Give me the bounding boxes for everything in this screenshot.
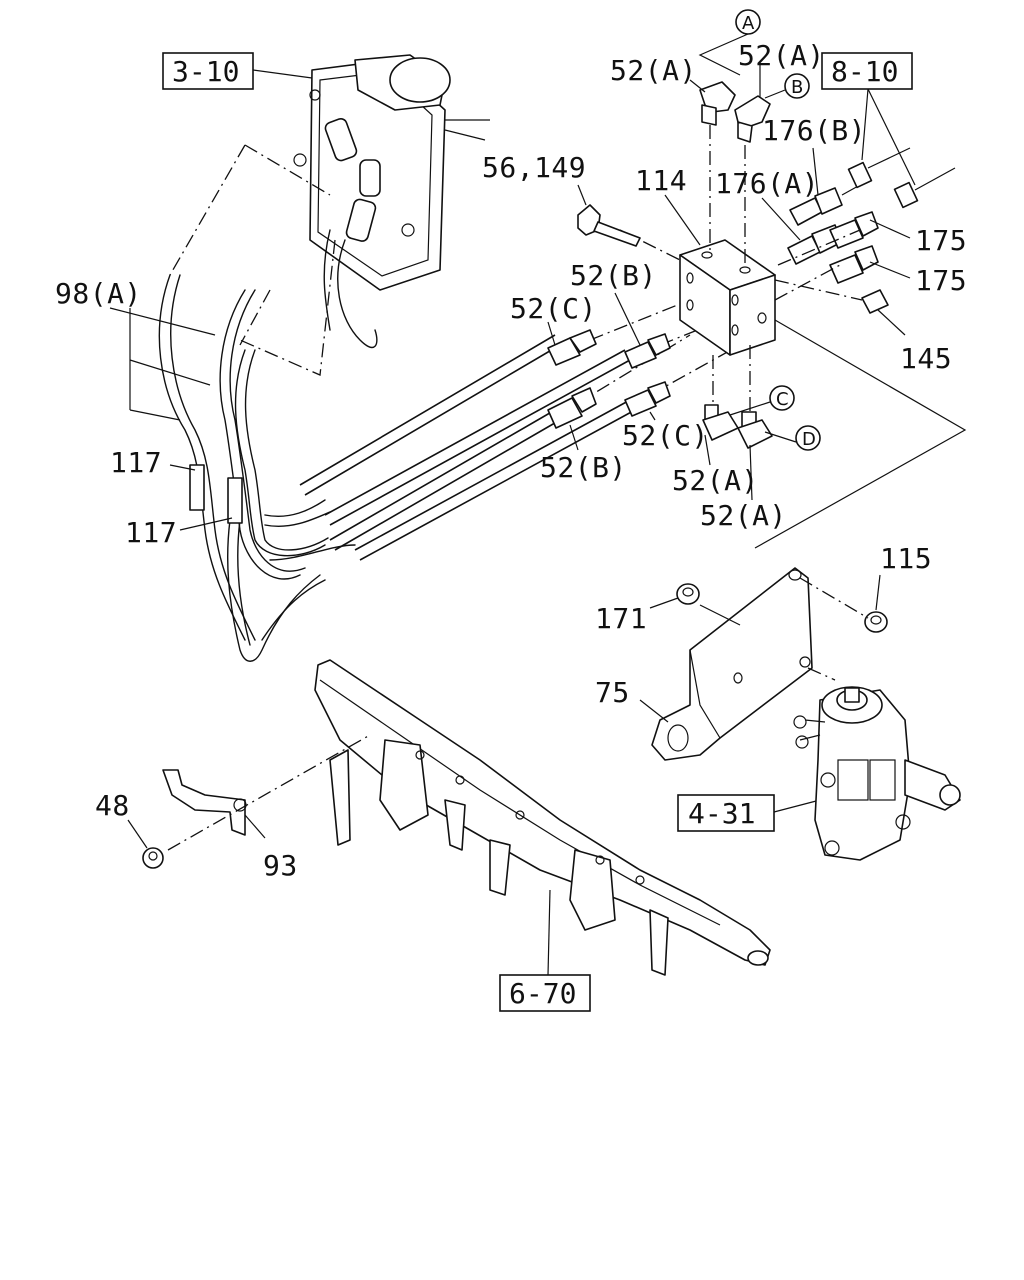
callout-52a-low[interactable]: 52(A) bbox=[700, 499, 787, 532]
circle-label-a: A bbox=[735, 9, 761, 35]
sensor-175-lower[interactable] bbox=[829, 245, 879, 284]
callout-52b-upper[interactable]: 52(B) bbox=[570, 259, 657, 292]
ref-label-3-10: 3-10 bbox=[172, 55, 239, 88]
circle-label-b: B bbox=[784, 73, 810, 99]
callout-176a[interactable]: 176(A) bbox=[715, 167, 819, 200]
callout-52b-lower[interactable]: 52(B) bbox=[540, 451, 627, 484]
callout-93[interactable]: 93 bbox=[263, 849, 298, 882]
callout-52a-top-right[interactable]: 52(A) bbox=[738, 39, 825, 72]
ref-label-4-31: 4-31 bbox=[688, 797, 755, 830]
ref-box-6-70[interactable]: 6-70 bbox=[499, 974, 591, 1012]
ref-box-3-10[interactable]: 3-10 bbox=[162, 52, 254, 90]
nut-115[interactable] bbox=[864, 611, 888, 633]
connectors-8-10 bbox=[847, 147, 956, 209]
callout-175-upper[interactable]: 175 bbox=[915, 224, 967, 257]
bracket-75[interactable] bbox=[651, 567, 813, 761]
callout-176b[interactable]: 176(B) bbox=[762, 114, 866, 147]
pipe-bundle bbox=[158, 274, 636, 662]
nut-171[interactable] bbox=[676, 583, 700, 605]
ref-label-8-10: 8-10 bbox=[831, 55, 898, 88]
ref-box-4-31[interactable]: 4-31 bbox=[677, 794, 775, 832]
sensor-176b[interactable] bbox=[789, 184, 861, 226]
callout-175-lower[interactable]: 175 bbox=[915, 264, 967, 297]
callout-115[interactable]: 115 bbox=[880, 542, 932, 575]
callout-52c-upper[interactable]: 52(C) bbox=[510, 292, 597, 325]
fitting-52b-upper[interactable] bbox=[624, 333, 671, 369]
fitting-52c-lower[interactable] bbox=[624, 381, 671, 417]
clip-93[interactable] bbox=[162, 769, 247, 836]
callout-171[interactable]: 171 bbox=[595, 602, 647, 635]
circle-label-d: D bbox=[795, 425, 821, 451]
fitting-52b-lower[interactable] bbox=[547, 387, 597, 429]
callout-52c-lower[interactable]: 52(C) bbox=[622, 419, 709, 452]
circle-label-c: C bbox=[769, 385, 795, 411]
svg-text:D: D bbox=[802, 429, 816, 450]
elbow-fitting-52a-left[interactable] bbox=[699, 81, 736, 126]
svg-text:B: B bbox=[791, 77, 803, 98]
fitting-52c-upper[interactable] bbox=[547, 329, 597, 366]
bolt-56-149[interactable] bbox=[577, 204, 641, 247]
ref-label-6-70: 6-70 bbox=[509, 977, 576, 1010]
callout-114[interactable]: 114 bbox=[635, 164, 687, 197]
pedal-assembly bbox=[293, 54, 490, 349]
plug-145[interactable] bbox=[861, 289, 889, 314]
callout-48[interactable]: 48 bbox=[95, 789, 130, 822]
chassis-frame-6-70 bbox=[314, 659, 771, 976]
ref-box-8-10[interactable]: 8-10 bbox=[821, 52, 913, 90]
callout-98a[interactable]: 98(A) bbox=[55, 277, 142, 310]
elbow-fitting-52a-low[interactable] bbox=[737, 411, 773, 449]
callout-52a-top-left[interactable]: 52(A) bbox=[610, 54, 697, 87]
callout-52a-mid[interactable]: 52(A) bbox=[672, 464, 759, 497]
callout-145[interactable]: 145 bbox=[900, 342, 952, 375]
callout-75[interactable]: 75 bbox=[595, 676, 630, 709]
sensor-175-upper[interactable] bbox=[829, 211, 879, 249]
distribution-block-114[interactable] bbox=[679, 239, 776, 356]
callout-117-upper[interactable]: 117 bbox=[110, 446, 162, 479]
elbow-fitting-52a-right[interactable] bbox=[734, 95, 771, 143]
svg-text:A: A bbox=[742, 13, 755, 34]
svg-text:C: C bbox=[776, 389, 789, 410]
callout-117-lower[interactable]: 117 bbox=[125, 516, 177, 549]
steering-gear-4-31 bbox=[793, 686, 961, 861]
callout-56-149[interactable]: 56,149 bbox=[482, 151, 586, 184]
nut-48[interactable] bbox=[142, 847, 164, 869]
